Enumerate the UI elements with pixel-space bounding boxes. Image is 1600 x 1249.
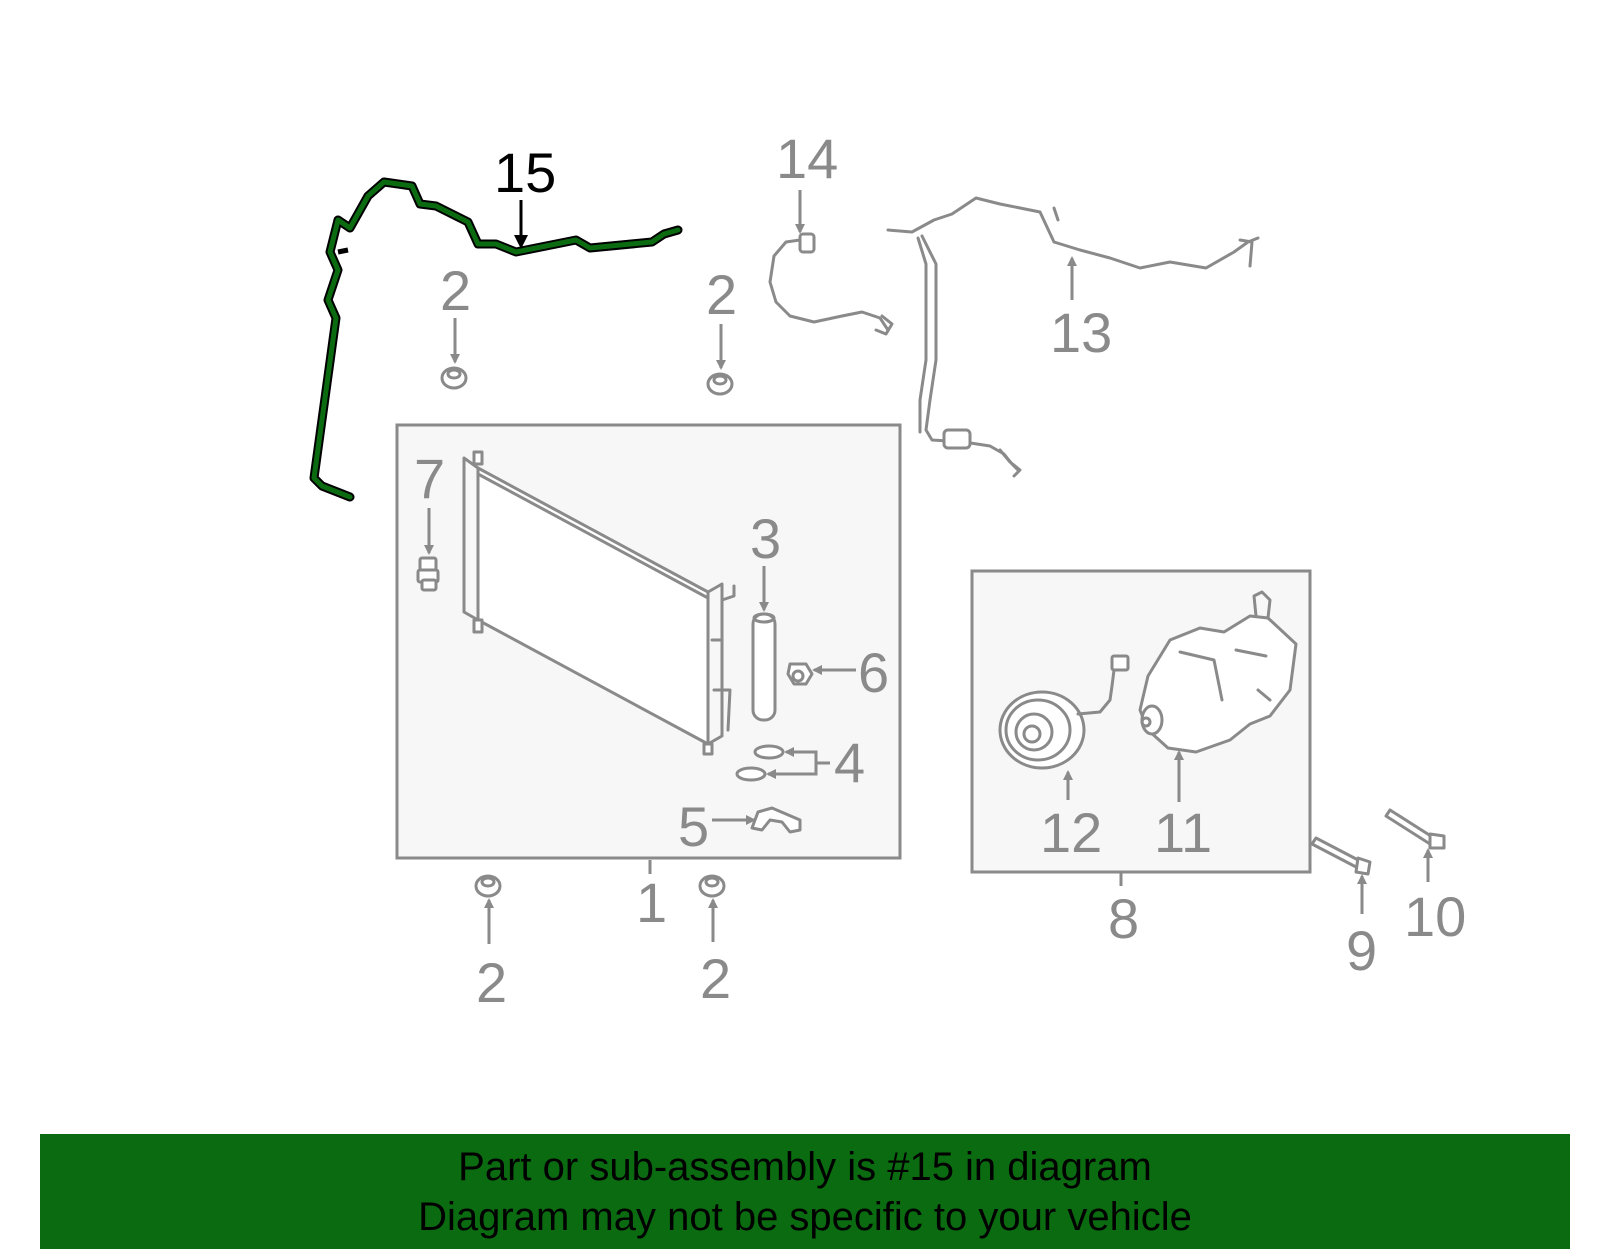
part-13-line[interactable] (886, 196, 1260, 478)
callout-2-lower-left: 2 (476, 951, 507, 1014)
part-2-insulator-lower-right[interactable] (698, 874, 726, 898)
callout-10: 10 (1404, 885, 1466, 948)
callout-9: 9 (1346, 919, 1377, 982)
banner-line-1: Part or sub-assembly is #15 in diagram (458, 1144, 1152, 1189)
callout-8: 8 (1108, 887, 1139, 950)
callout-15: 15 (494, 141, 556, 204)
part-2-insulator-lower-left[interactable] (474, 874, 502, 898)
callout-4: 4 (834, 731, 865, 794)
part-15-line[interactable] (309, 177, 683, 502)
callout-11: 11 (1154, 801, 1212, 864)
info-banner: Part or sub-assembly is #15 in diagram D… (40, 1134, 1570, 1249)
part-7-pressure-switch[interactable] (416, 556, 440, 592)
part-3-receiver-drier[interactable] (751, 612, 777, 722)
arrow-4a (784, 747, 830, 765)
part-5-bracket[interactable] (750, 806, 802, 834)
part-4-o-rings[interactable] (735, 744, 785, 782)
part-1-condenser[interactable] (462, 450, 736, 756)
part-10-bolt[interactable] (1384, 808, 1446, 850)
callout-2-upper-right: 2 (706, 263, 737, 326)
part-11-compressor[interactable] (1138, 590, 1298, 754)
part-14-hose[interactable] (768, 232, 894, 336)
callout-6: 6 (858, 641, 889, 704)
callout-13: 13 (1050, 301, 1112, 364)
callout-1: 1 (636, 871, 667, 934)
callout-3: 3 (750, 507, 781, 570)
part-2-insulator-upper-left[interactable] (440, 366, 468, 390)
arrow-4b (766, 763, 818, 779)
part-6-plug[interactable] (786, 662, 814, 686)
part-12-clutch[interactable] (998, 654, 1130, 770)
callout-2-upper-left: 2 (440, 259, 471, 322)
part-2-insulator-upper-right[interactable] (706, 372, 734, 396)
callout-14: 14 (776, 127, 838, 190)
callout-5: 5 (678, 795, 709, 858)
banner-line-2: Diagram may not be specific to your vehi… (418, 1194, 1192, 1239)
part-9-bolt[interactable] (1310, 836, 1372, 876)
callout-12: 12 (1040, 801, 1102, 864)
callout-7: 7 (414, 447, 445, 510)
callout-2-lower-right: 2 (700, 947, 731, 1010)
